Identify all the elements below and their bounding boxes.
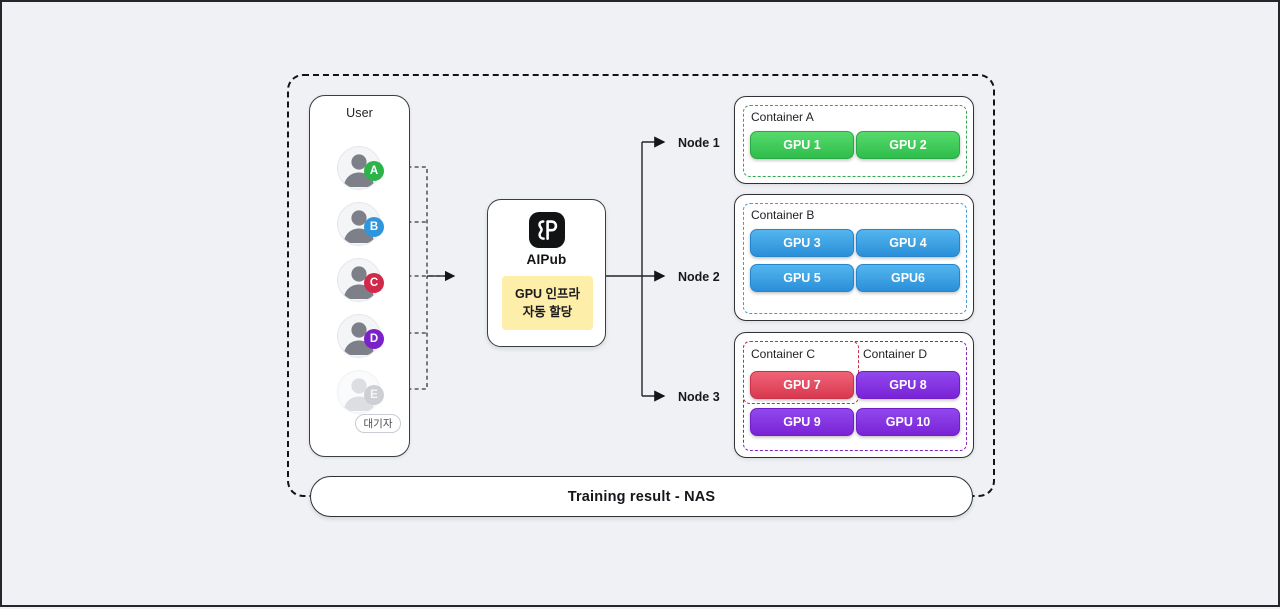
user-item-e[interactable]: E 대기자 bbox=[337, 370, 401, 433]
container-a bbox=[743, 105, 967, 177]
gpu-4[interactable]: GPU 4 bbox=[856, 229, 960, 257]
node-label-1: Node 1 bbox=[678, 136, 720, 150]
user-badge-d: D bbox=[364, 329, 384, 349]
node-label-2: Node 2 bbox=[678, 270, 720, 284]
gpu-9[interactable]: GPU 9 bbox=[750, 408, 854, 436]
waiting-label: 대기자 bbox=[355, 414, 401, 433]
training-result-nas-bar: Training result - NAS bbox=[310, 476, 973, 517]
user-item-d[interactable]: D bbox=[337, 314, 395, 358]
gpu-1[interactable]: GPU 1 bbox=[750, 131, 854, 159]
gpu-7[interactable]: GPU 7 bbox=[750, 371, 854, 399]
gpu-2[interactable]: GPU 2 bbox=[856, 131, 960, 159]
gpu-10[interactable]: GPU 10 bbox=[856, 408, 960, 436]
container-b-label: Container B bbox=[751, 208, 815, 222]
aipub-card[interactable]: AIPub GPU 인프라 자동 할당 bbox=[487, 199, 606, 347]
nas-bar-label: Training result - NAS bbox=[567, 488, 716, 505]
container-c-label: Container C bbox=[751, 347, 816, 361]
gpu-8[interactable]: GPU 8 bbox=[856, 371, 960, 399]
aipub-chip-line1: GPU 인프라 bbox=[514, 287, 581, 301]
node-box-3: Container C Container D GPU 7 GPU 8 GPU … bbox=[734, 332, 974, 458]
node-box-1: Container A GPU 1 GPU 2 bbox=[734, 96, 974, 184]
user-badge-e: E bbox=[364, 385, 384, 405]
gpu-6[interactable]: GPU6 bbox=[856, 264, 960, 292]
aipub-chip-line2: 자동 할당 bbox=[522, 305, 573, 319]
node-label-3: Node 3 bbox=[678, 390, 720, 404]
user-panel: User A B C D bbox=[309, 95, 410, 457]
container-d-label: Container D bbox=[863, 347, 928, 361]
user-badge-b: B bbox=[364, 217, 384, 237]
user-badge-a: A bbox=[364, 161, 384, 181]
container-a-label: Container A bbox=[751, 110, 814, 124]
node-box-2: Container B GPU 3 GPU 4 GPU 5 GPU6 bbox=[734, 194, 974, 321]
gpu-3[interactable]: GPU 3 bbox=[750, 229, 854, 257]
aipub-logo-icon bbox=[528, 212, 565, 248]
container-b bbox=[743, 203, 967, 314]
aipub-allocation-chip: GPU 인프라 자동 할당 bbox=[502, 276, 593, 330]
user-item-b[interactable]: B bbox=[337, 202, 395, 246]
user-panel-title: User bbox=[346, 106, 373, 120]
user-item-a[interactable]: A bbox=[337, 146, 395, 190]
gpu-5[interactable]: GPU 5 bbox=[750, 264, 854, 292]
aipub-title: AIPub bbox=[526, 252, 567, 267]
user-item-c[interactable]: C bbox=[337, 258, 395, 302]
user-badge-c: C bbox=[364, 273, 384, 293]
